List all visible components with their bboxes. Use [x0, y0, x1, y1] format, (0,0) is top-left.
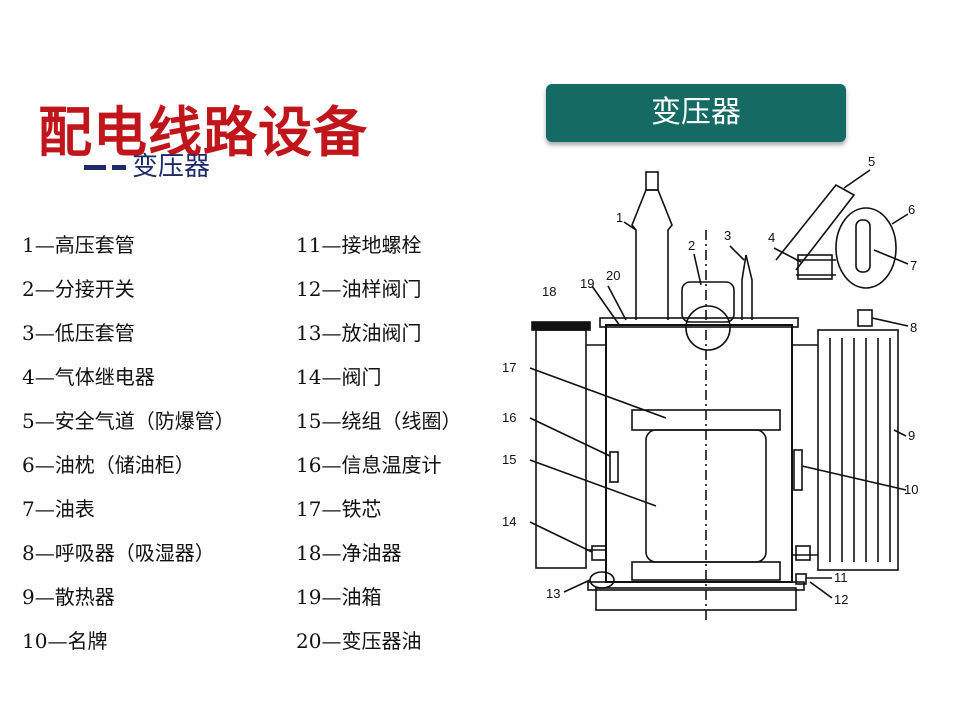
dash-decoration: [112, 165, 126, 170]
lv-bushing: [741, 254, 753, 320]
oil-tank: [605, 324, 793, 583]
callout-label: 13: [546, 586, 560, 601]
callout-label: 11: [834, 570, 848, 585]
callout-label: 5: [868, 154, 875, 169]
section-badge: 变压器: [546, 84, 846, 142]
callout-label: 8: [910, 320, 917, 335]
valve: [795, 545, 811, 561]
legend-item: 2—分接开关: [22, 277, 135, 301]
tap-changer: [681, 281, 735, 323]
callout-label: 10: [904, 482, 918, 497]
safety-vent: [775, 183, 856, 271]
legend-item: 8—呼吸器（吸湿器）: [22, 541, 215, 565]
legend-item: 3—低压套管: [22, 321, 135, 345]
callout-label: 2: [688, 238, 695, 253]
legend-item: 6—油枕（储油柜）: [22, 453, 195, 477]
callout-label: 6: [908, 202, 915, 217]
breather: [857, 309, 873, 327]
callout-label: 9: [908, 428, 915, 443]
drain-valve: [589, 571, 615, 589]
legend-item: 19—油箱: [296, 585, 382, 609]
tap-changer-drive: [685, 305, 731, 351]
callout-label: 7: [910, 258, 917, 273]
legend-item: 20—变压器油: [296, 629, 422, 653]
callout-label: 17: [502, 360, 516, 375]
conservator: [835, 207, 897, 289]
sample-valve: [795, 573, 807, 585]
legend-column-left: 1—高压套管 2—分接开关 3—低压套管 4—气体继电器 5—安全气道（防爆管）…: [22, 230, 235, 670]
legend-item: 10—名牌: [22, 629, 108, 653]
legend-item: 18—净油器: [296, 541, 402, 565]
transformer-diagram: 1 2 3 4 5 6 7 8 9 10 11 12 13 14 15 16 1…: [502, 154, 918, 620]
subtitle-text: 变压器: [132, 152, 211, 182]
legend-item: 5—安全气道（防爆管）: [22, 409, 235, 433]
legend-item: 15—绕组（线圈）: [296, 409, 462, 433]
hv-bushing: [631, 189, 673, 320]
legend-item: 9—散热器: [22, 585, 115, 609]
callout-label: 12: [834, 592, 848, 607]
callout-label: 3: [724, 228, 731, 243]
callout-label: 14: [502, 514, 516, 529]
thermometer: [609, 451, 619, 483]
dash-decoration: [84, 165, 106, 170]
callout-label: 16: [502, 410, 516, 425]
slide-subtitle: 变压器: [84, 146, 210, 183]
callout-label: 19: [580, 276, 594, 291]
callout-label: 18: [542, 284, 556, 299]
callout-label: 20: [606, 268, 620, 283]
callout-label: 1: [616, 210, 623, 225]
callout-label: 4: [768, 230, 775, 245]
legend-item: 7—油表: [22, 497, 95, 521]
transformer-base: [595, 587, 797, 611]
legend-item: 12—油样阀门: [296, 277, 422, 301]
legend-item: 16—信息温度计: [296, 453, 442, 477]
tank-cover: [599, 317, 799, 328]
slide-title: 配电线路设备: [38, 100, 368, 164]
radiator: [817, 329, 899, 571]
legend-item: 4—气体继电器: [22, 365, 155, 389]
valve: [591, 545, 607, 561]
legend-item: 17—铁芯: [296, 497, 382, 521]
legend-item: 11—接地螺栓: [296, 233, 422, 257]
oil-gauge: [855, 219, 871, 273]
legend-column-right: 11—接地螺栓 12—油样阀门 13—放油阀门 14—阀门 15—绕组（线圈） …: [296, 230, 461, 670]
legend-item: 14—阀门: [296, 365, 382, 389]
legend-item: 13—放油阀门: [296, 321, 422, 345]
nameplate: [793, 449, 803, 491]
callout-label: 15: [502, 452, 516, 467]
oil-purifier: [535, 329, 587, 569]
legend-item: 1—高压套管: [22, 233, 135, 257]
